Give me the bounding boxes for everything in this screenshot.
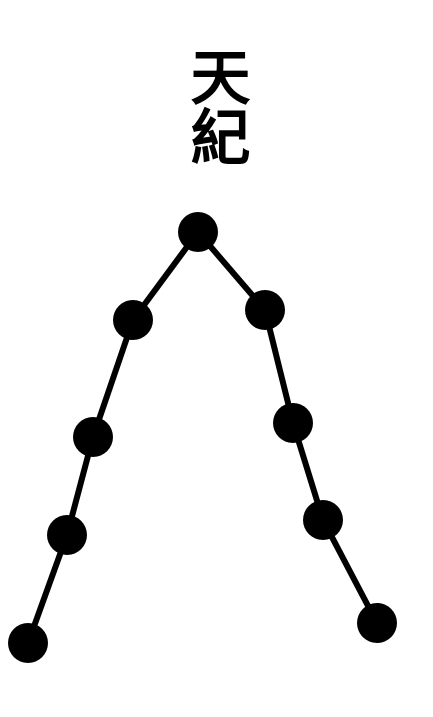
star-node [357, 603, 397, 643]
asterism-nodes [8, 212, 397, 663]
asterism-title: 天紀 [180, 46, 250, 166]
star-node [8, 623, 48, 663]
star-node [245, 290, 285, 330]
star-node [73, 417, 113, 457]
star-node [113, 300, 153, 340]
star-node-apex [178, 212, 218, 252]
connector-line [90, 317, 136, 440]
star-node [47, 515, 87, 555]
star-node [273, 403, 313, 443]
star-node [303, 500, 343, 540]
